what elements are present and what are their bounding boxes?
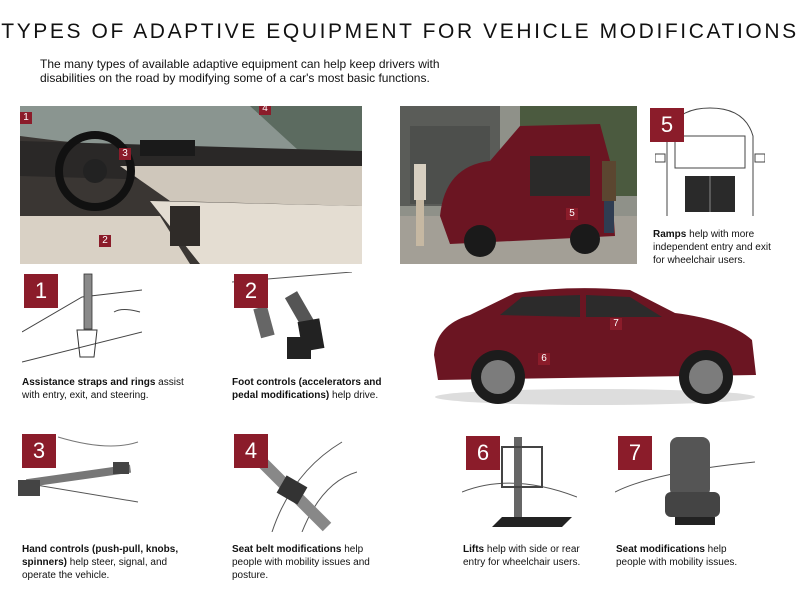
rear-photo: 5 — [400, 106, 637, 264]
hand-control-illustration — [18, 432, 143, 527]
marker-7: 7 — [610, 318, 622, 330]
lift-illustration — [462, 432, 577, 532]
caption-6-rest: help with side or rear entry for wheelch… — [463, 544, 581, 568]
caption-4-bold: Seat belt modifications — [232, 544, 342, 555]
badge-1: 1 — [24, 274, 58, 308]
marker-1: 1 — [20, 112, 32, 124]
badge-7: 7 — [618, 436, 652, 470]
caption-4-rest: help people with mobility issues and pos… — [232, 544, 370, 581]
caption-2: Foot controls (accelerators and pedal mo… — [232, 376, 382, 402]
caption-5-rest: help with more independent entry and exi… — [653, 229, 771, 266]
marker-6: 6 — [538, 353, 550, 365]
intro-text: The many types of available adaptive equ… — [40, 57, 440, 85]
caption-3: Hand controls (push-pull, knobs, spinner… — [22, 543, 182, 582]
caption-7-bold: Seat modifications — [616, 544, 705, 555]
caption-1-rest: assist with entry, exit, and steering. — [22, 377, 184, 401]
page-title: TYPES OF ADAPTIVE EQUIPMENT FOR VEHICLE … — [1, 20, 799, 43]
caption-1-bold: Assistance straps and rings — [22, 377, 156, 388]
caption-5: Ramps help with more independent entry a… — [653, 228, 773, 267]
badge-2: 2 — [234, 274, 268, 308]
badge-4: 4 — [234, 434, 268, 468]
caption-4: Seat belt modifications help people with… — [232, 543, 382, 582]
seat-illustration — [615, 432, 755, 532]
caption-3-rest: help steer, signal, and operate the vehi… — [22, 557, 168, 581]
caption-2-rest: help drive. — [329, 390, 379, 401]
seatbelt-illustration — [232, 432, 357, 532]
marker-3: 3 — [119, 148, 131, 160]
caption-6-bold: Lifts — [463, 544, 485, 555]
marker-2: 2 — [99, 235, 111, 247]
badge-5: 5 — [650, 108, 684, 142]
strap-illustration — [22, 272, 142, 372]
interior-photo: 1 2 3 4 — [20, 106, 362, 264]
caption-7: Seat modifications help people with mobi… — [616, 543, 756, 569]
caption-7-rest: help people with mobility issues. — [616, 544, 738, 568]
badge-3: 3 — [22, 434, 56, 468]
pedal-illustration — [232, 272, 352, 367]
caption-5-bold: Ramps — [653, 229, 687, 240]
badge-6: 6 — [466, 436, 500, 470]
caption-2-bold: Foot controls (accelerators and pedal mo… — [232, 377, 382, 401]
side-car-photo: 7 6 — [430, 285, 760, 410]
marker-5: 5 — [566, 208, 578, 220]
caption-1: Assistance straps and rings assist with … — [22, 376, 202, 402]
caption-3-bold: Hand controls (push-pull, knobs, spinner… — [22, 544, 179, 568]
caption-6: Lifts help with side or rear entry for w… — [463, 543, 593, 569]
marker-4: 4 — [259, 106, 271, 115]
